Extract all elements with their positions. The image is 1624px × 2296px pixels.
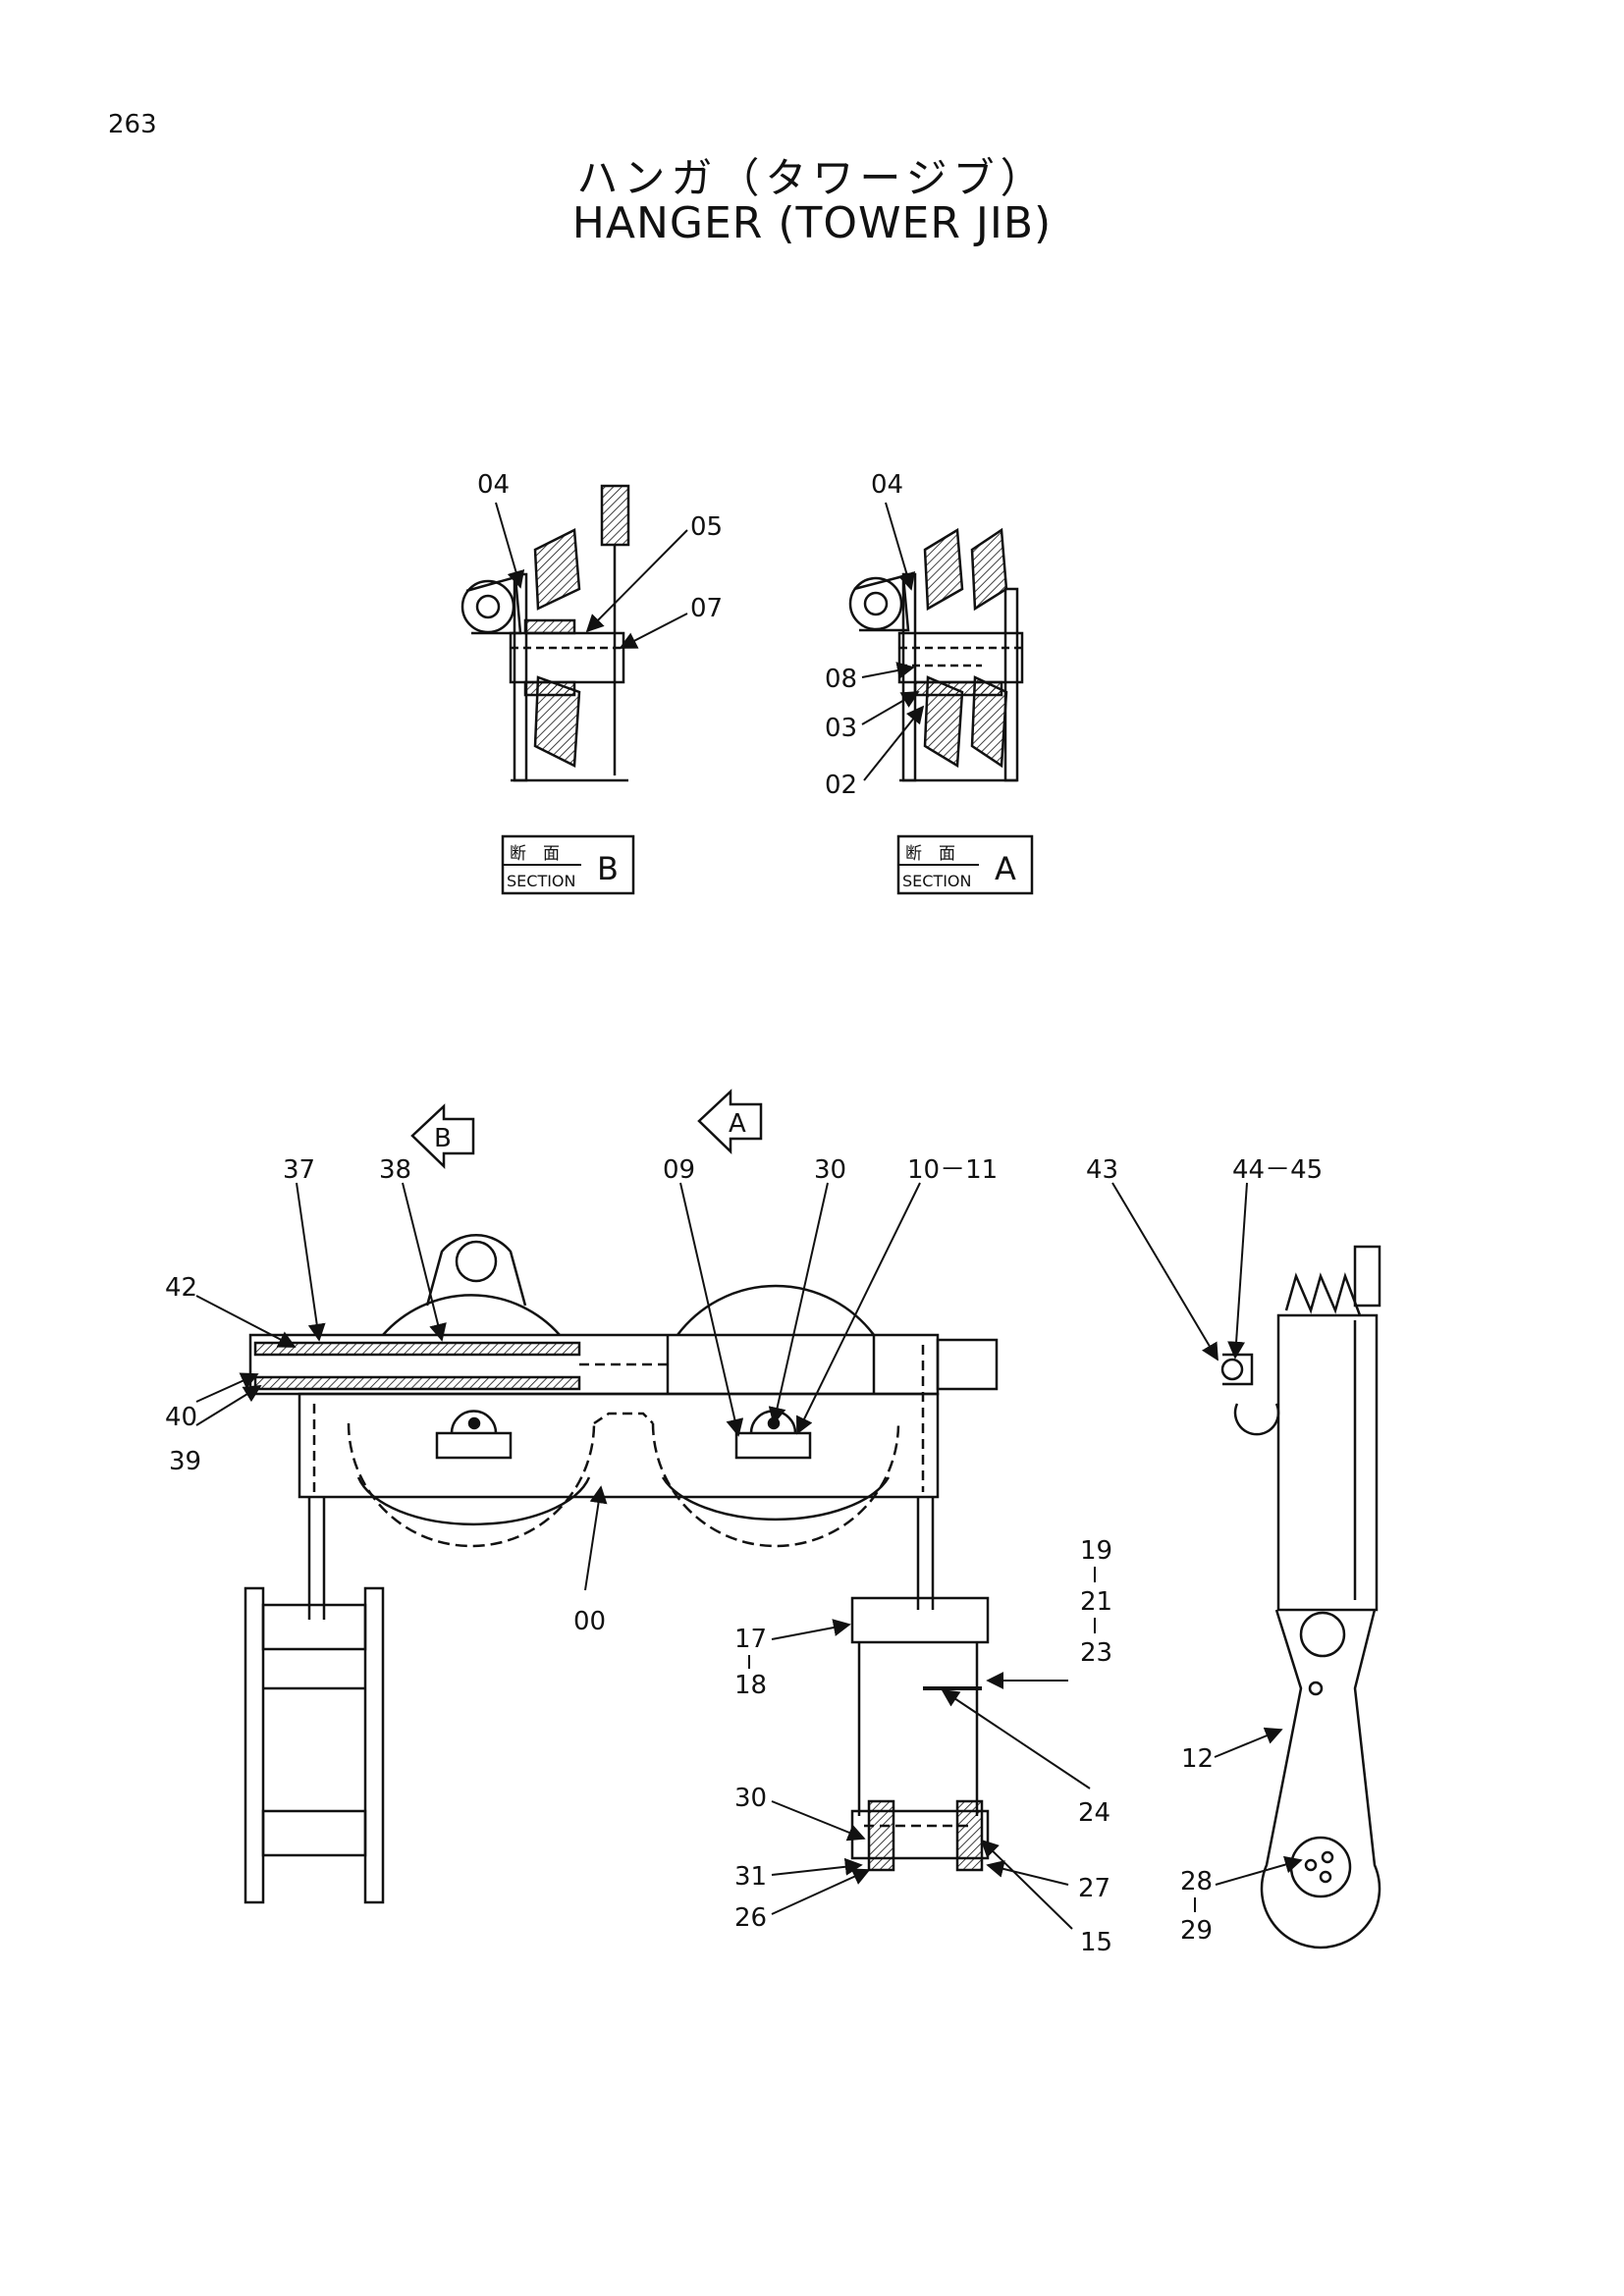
label-19: 19 [1080,1536,1112,1566]
label-12: 12 [1181,1744,1214,1774]
section-b-view [460,484,630,782]
section-a-en: SECTION [902,872,972,890]
label-29: 29 [1180,1916,1213,1946]
label-09: 09 [663,1155,695,1185]
label-sec-b-07: 07 [690,594,723,623]
section-a-title-box: 断 面 SECTION A [896,834,1034,895]
view-arrow-a: A [697,1089,763,1154]
label-43: 43 [1086,1155,1118,1185]
label-sec-a-04: 04 [871,470,903,500]
title-japanese: ハンガ（タワージブ） [576,154,1048,202]
label-31: 31 [734,1862,767,1892]
section-b-en: SECTION [507,872,576,890]
label-00: 00 [573,1607,606,1636]
label-24: 24 [1078,1798,1110,1828]
label-28: 28 [1180,1867,1213,1896]
label-sec-b-04: 04 [477,470,510,500]
section-b-jp: 断 面 [510,844,560,864]
label-40: 40 [165,1403,197,1432]
section-b-letter: B [597,850,619,887]
label-sec-a-03: 03 [825,714,857,743]
main-view-leaders [195,1182,1303,1930]
main-hanger-view [244,1234,999,1904]
label-38: 38 [379,1155,411,1185]
label-44-45: 44－45 [1232,1155,1323,1185]
label-10-11: 10－11 [907,1155,998,1185]
label-26: 26 [734,1903,767,1933]
section-a-letter: A [995,850,1016,887]
label-39: 39 [169,1447,201,1476]
label-30-lower: 30 [734,1784,767,1813]
view-arrow-a-letter: A [729,1109,746,1139]
label-sec-b-05: 05 [690,512,723,542]
label-sec-a-08: 08 [825,665,857,694]
view-arrow-b: B [410,1103,475,1169]
label-42: 42 [165,1273,197,1303]
label-18: 18 [734,1671,767,1700]
label-21: 21 [1080,1587,1112,1617]
section-a-view [848,527,1024,782]
section-a-jp: 断 面 [905,844,955,864]
label-17: 17 [734,1625,767,1654]
section-a-leaders [861,502,925,781]
section-b-title-box: 断 面 SECTION B [501,834,635,895]
label-30-upper: 30 [814,1155,846,1185]
section-b-leaders [495,502,688,649]
label-23: 23 [1080,1638,1112,1668]
view-arrow-b-letter: B [434,1124,452,1153]
title-english: HANGER (TOWER JIB) [571,198,1053,248]
label-sec-a-02: 02 [825,771,857,800]
label-37: 37 [283,1155,315,1185]
page-number: 263 [108,110,157,139]
side-arm-view [1220,1245,1381,1949]
label-27: 27 [1078,1874,1110,1903]
label-15: 15 [1080,1928,1112,1957]
